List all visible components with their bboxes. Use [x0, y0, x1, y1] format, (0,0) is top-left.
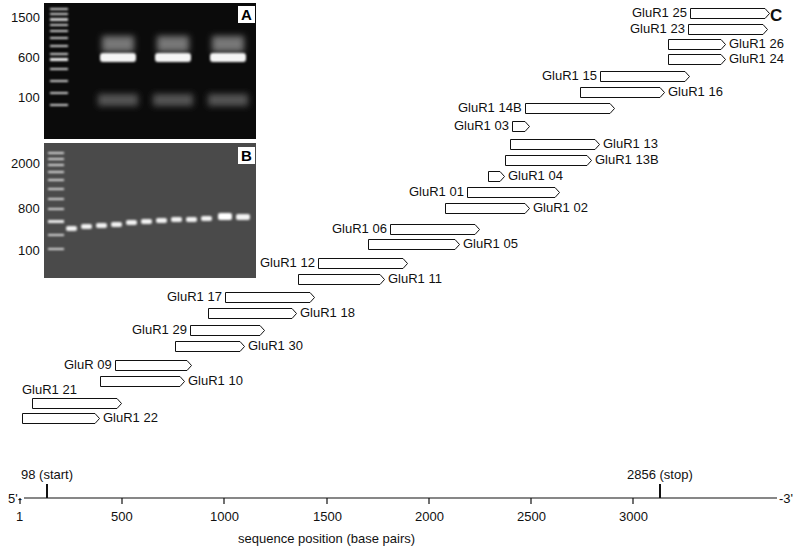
- fragment-bar: [505, 155, 592, 166]
- strand-end: -3': [779, 491, 793, 506]
- fragment-bar: [32, 398, 122, 409]
- gel-a: [44, 3, 256, 139]
- fragment-label: GluR1 16: [668, 85, 723, 99]
- fragment-bar: [115, 360, 192, 371]
- fragment-bar: [688, 24, 768, 35]
- fragment-label: GluR1 13B: [595, 153, 659, 167]
- fragment-label: GluR1 17: [167, 290, 222, 304]
- primer-fragment: GluR 09: [64, 358, 192, 372]
- primer-fragment: GluR1 18: [208, 306, 355, 320]
- ladder-size: 1500: [11, 10, 40, 25]
- primer-fragment: GluR1 03: [454, 119, 530, 133]
- fragment-bar: [390, 224, 480, 235]
- sequence-axis: [20, 484, 777, 504]
- fragment-bar: [368, 239, 460, 250]
- fragment-bar: [100, 376, 185, 387]
- fragment-label: GluR1 14B: [458, 101, 522, 115]
- axis-tick: 500: [111, 509, 133, 524]
- primer-fragment: GluR1 06: [332, 222, 480, 236]
- strand-end: 5'-: [8, 491, 22, 506]
- fragment-bar: [225, 292, 315, 303]
- axis-tick: 1500: [313, 509, 342, 524]
- fragment-label: GluR1 24: [729, 52, 784, 66]
- axis-tick: 2500: [517, 509, 546, 524]
- fragment-label: GluR1 22: [103, 411, 158, 425]
- fragment-label: GluR1 05: [463, 237, 518, 251]
- primer-fragment: GluR1 22: [22, 411, 158, 425]
- primer-fragment: GluR1 12: [260, 256, 408, 270]
- fragment-bar: [668, 54, 726, 65]
- fragment-bar: [510, 139, 600, 150]
- primer-fragment: GluR1 02: [445, 201, 588, 215]
- fragment-label: GluR1 06: [332, 222, 387, 236]
- primer-fragment: GluR1 25: [632, 6, 770, 20]
- primer-fragment: GluR1 23: [630, 22, 768, 36]
- ladder-size: 800: [18, 201, 40, 216]
- axis-title: sequence position (base pairs): [238, 531, 415, 546]
- fragment-label: GluR1 01: [409, 185, 464, 199]
- panel-letter: C: [770, 6, 782, 25]
- fragment-bar: [580, 87, 665, 98]
- codon-marker: 98 (start): [21, 467, 73, 482]
- fragment-label: GluR1 03: [454, 119, 509, 133]
- fragment-bar: [525, 103, 615, 114]
- panel-letter: A: [238, 6, 255, 23]
- fragment-label: GluR1 23: [630, 22, 685, 36]
- fragment-label: GluR1 21: [22, 383, 77, 397]
- fragment-bar: [208, 308, 297, 319]
- fragment-label: GluR1 18: [300, 306, 355, 320]
- fragment-label: GluR 09: [64, 358, 112, 372]
- fragment-label: GluR1 30: [248, 339, 303, 353]
- fragment-bar: [175, 341, 245, 352]
- axis-tick: 3000: [619, 509, 648, 524]
- ladder-size: 100: [18, 243, 40, 258]
- fragment-bar: [318, 258, 408, 269]
- fragment-label: GluR1 10: [188, 374, 243, 388]
- fragment-bar: [512, 121, 530, 132]
- fragment-label: GluR1 13: [603, 137, 658, 151]
- primer-fragment: GluR1 21: [22, 383, 122, 409]
- fragment-label: GluR1 04: [508, 169, 563, 183]
- fragment-bar: [600, 71, 690, 82]
- primer-fragment: GluR1 16: [580, 85, 723, 99]
- primer-fragment: GluR1 04: [488, 169, 563, 183]
- primer-fragment: GluR1 24: [668, 52, 784, 66]
- primer-fragment: GluR1 05: [368, 237, 518, 251]
- fragment-bar: [190, 325, 265, 336]
- fragment-bar: [22, 413, 100, 424]
- codon-marker: 2856 (stop): [627, 467, 693, 482]
- primer-fragment: GluR1 13: [510, 137, 658, 151]
- fragment-label: GluR1 29: [132, 323, 187, 337]
- primer-fragment: GluR1 10: [100, 374, 243, 388]
- primer-fragment: GluR1 14B: [458, 101, 615, 115]
- fragment-label: GluR1 15: [542, 69, 597, 83]
- primer-fragment: GluR1 01: [409, 185, 560, 199]
- fragment-bar: [488, 171, 505, 182]
- fragment-bar: [467, 187, 560, 198]
- axis-tick: 1: [16, 509, 23, 524]
- primer-fragment: GluR1 29: [132, 323, 265, 337]
- ladder-size: 100: [18, 90, 40, 105]
- panel-letter: B: [238, 147, 255, 164]
- fragment-label: GluR1 25: [632, 6, 687, 20]
- primer-fragment: GluR1 17: [167, 290, 315, 304]
- fragment-bar: [668, 39, 726, 50]
- primer-fragment: GluR1 11: [298, 272, 442, 286]
- fragment-label: GluR1 12: [260, 256, 315, 270]
- gel-b: [44, 143, 256, 278]
- axis-tick: 1000: [210, 509, 239, 524]
- fragment-label: GluR1 11: [388, 272, 442, 286]
- primer-fragment: GluR1 30: [175, 339, 303, 353]
- axis-tick: 2000: [415, 509, 444, 524]
- fragment-label: GluR1 02: [533, 201, 588, 215]
- fragment-bar: [445, 203, 530, 214]
- primer-fragment: GluR1 13B: [505, 153, 659, 167]
- ladder-size: 600: [18, 50, 40, 65]
- primer-fragment: GluR1 26: [668, 37, 784, 51]
- fragment-bar: [298, 274, 385, 285]
- fragment-label: GluR1 26: [729, 37, 784, 51]
- fragment-bar: [690, 8, 770, 19]
- primer-fragment: GluR1 15: [542, 69, 690, 83]
- ladder-size: 2000: [11, 156, 40, 171]
